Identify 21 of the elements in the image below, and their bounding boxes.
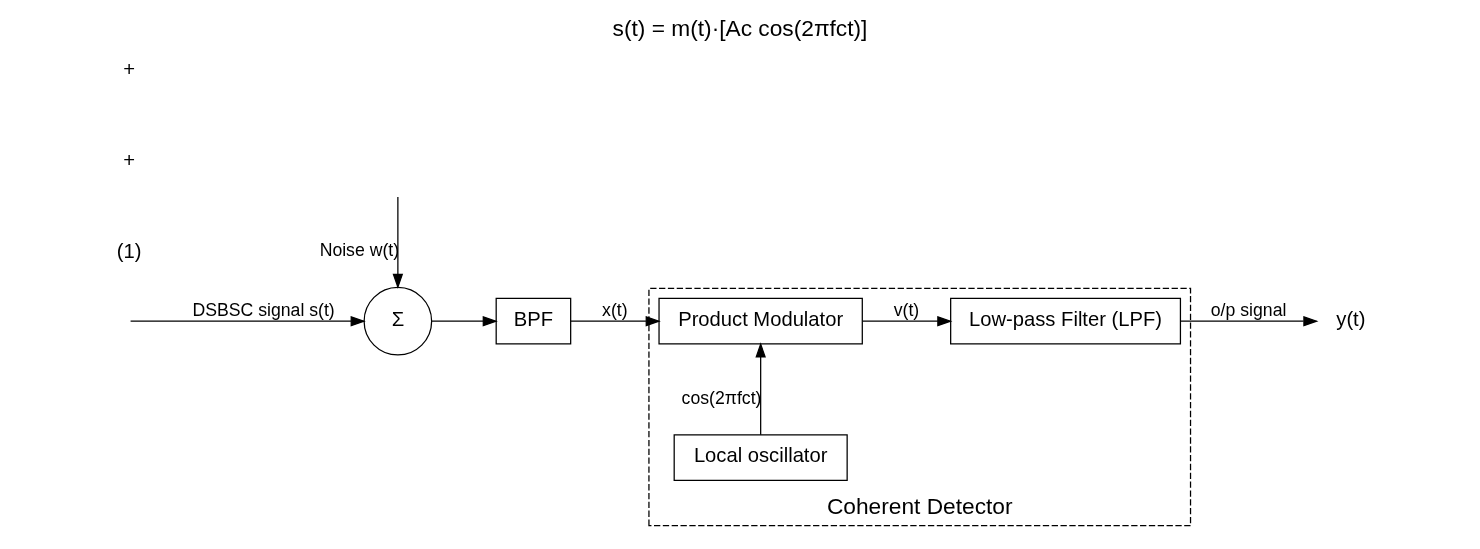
node-box: Low-pass Filter (LPF) — [950, 297, 1182, 345]
node-box: BPF — [495, 297, 572, 345]
edge-label: o/p signal — [1210, 300, 1287, 321]
label: (1) — [116, 239, 142, 262]
arrow — [431, 315, 498, 327]
node-circle: Σ — [363, 286, 433, 356]
edge-label: DSBSC signal s(t) — [192, 300, 335, 321]
arrow — [129, 315, 366, 327]
diagram-title: s(t) = m(t)·[Ac cos(2πfct)] — [612, 15, 868, 42]
node-box: Local oscillator — [673, 434, 848, 481]
node-text: y(t) — [1336, 308, 1366, 331]
label: + — [123, 58, 136, 81]
arrow — [755, 342, 766, 436]
arrow — [862, 315, 953, 327]
label: + — [123, 148, 136, 171]
node-box: Product Modulator — [658, 297, 863, 345]
edge-label: x(t) — [602, 300, 628, 321]
arrow — [1179, 315, 1319, 327]
arrow — [392, 196, 404, 289]
edge-label: v(t) — [893, 300, 920, 321]
arrow — [570, 315, 661, 327]
